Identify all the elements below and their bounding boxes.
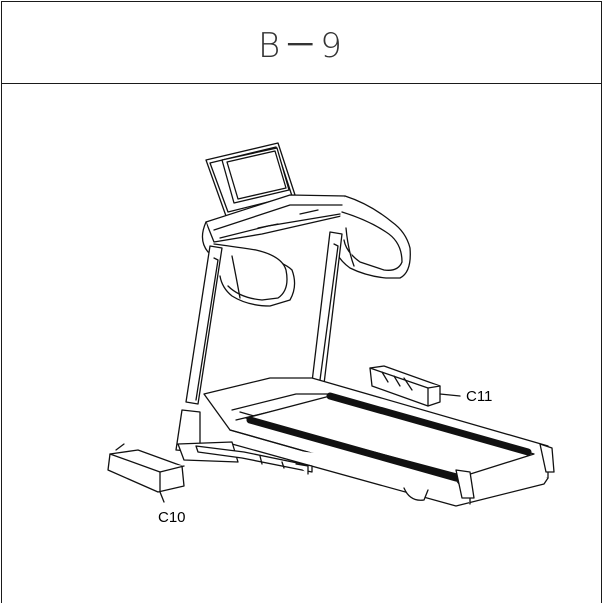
lower-frame bbox=[177, 441, 313, 475]
c10-label: C10 bbox=[158, 509, 186, 526]
part-c11 bbox=[369, 365, 441, 407]
handle-tray bbox=[205, 194, 351, 243]
c11-label: C11 bbox=[466, 388, 492, 405]
c10-leader bbox=[159, 491, 165, 503]
c11-leader bbox=[439, 393, 461, 397]
step-title: B－9 bbox=[258, 26, 345, 66]
illustration-panel bbox=[1, 83, 602, 603]
running-belt bbox=[245, 392, 535, 482]
rear-end-caps bbox=[403, 443, 555, 501]
left-handlebar bbox=[201, 221, 296, 307]
part-c10 bbox=[107, 443, 185, 493]
step-header: B－9 bbox=[1, 1, 602, 84]
right-handlebar bbox=[333, 195, 411, 279]
